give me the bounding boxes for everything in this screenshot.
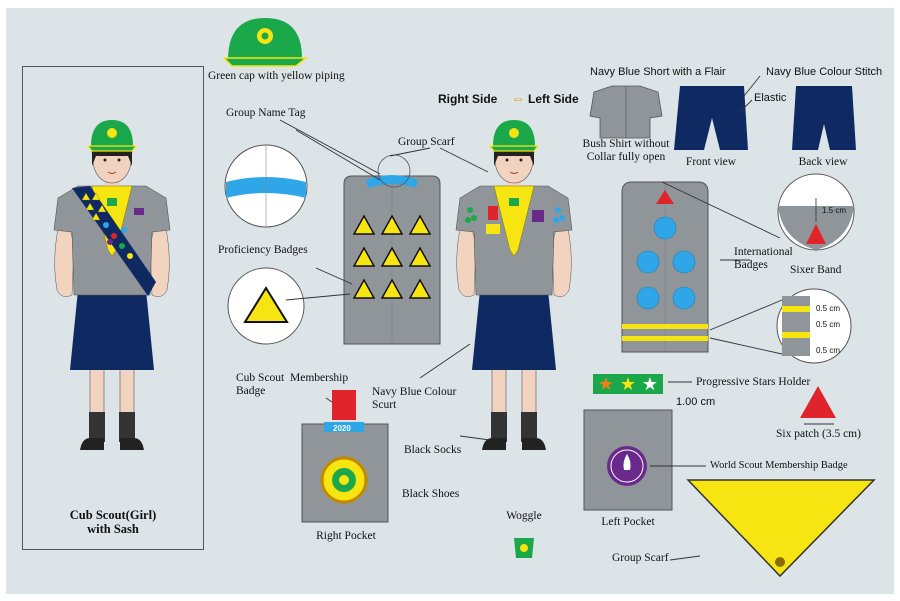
label-membership-badge: Cub Scout Membership Badge — [236, 372, 349, 398]
label-group-name-tag: Group Name Tag — [226, 107, 306, 119]
label-elastic: Elastic — [754, 92, 787, 104]
svg-text:★: ★ — [598, 374, 614, 394]
label-green-cap: Green cap with yellow piping — [208, 70, 345, 82]
group-scarf-triangle — [686, 479, 876, 578]
label-navy-scurt: Navy Blue Colour Scurt — [372, 386, 457, 412]
label-dim-0-5-c: 0.5 cm — [816, 346, 841, 355]
six-patch-triangle — [800, 386, 836, 418]
shirt-panel-international — [621, 181, 709, 353]
label-right-side: Right Side — [438, 92, 498, 106]
label-navy-short: Navy Blue Short with a Flair — [590, 66, 726, 78]
label-group-scarf-bottom: Group Scarf — [612, 552, 669, 564]
label-world-badge: World Scout Membership Badge — [710, 460, 848, 471]
woggle-icon — [514, 538, 534, 558]
label-six-patch: Six patch (3.5 cm) — [776, 428, 861, 440]
left-panel-frame — [22, 66, 204, 550]
label-front-view: Front view — [685, 156, 737, 168]
svg-text:★: ★ — [642, 374, 658, 394]
progressive-stars-holder: ★ ★ ★ — [593, 374, 663, 394]
shirt-panel-proficiency — [343, 175, 441, 345]
label-navy-stitch: Navy Blue Colour Stitch — [766, 66, 883, 78]
label-left-pocket: Left Pocket — [601, 516, 655, 528]
label-dim-1-5: 1.5 cm — [822, 206, 847, 215]
label-right-pocket: Right Pocket — [316, 530, 376, 542]
label-woggle: Woggle — [506, 510, 542, 522]
navy-short-back — [792, 86, 856, 150]
label-back-view: Back view — [798, 156, 848, 168]
cub-scout-with-sash-figure — [53, 119, 171, 451]
label-bush-shirt: Bush Shirt without Collar fully open — [582, 138, 670, 164]
navy-short-front — [674, 86, 748, 150]
cub-scout-center-figure — [455, 119, 573, 451]
label-year-tag: 2020 — [333, 424, 351, 433]
label-left-side: Left Side — [528, 92, 579, 106]
right-pocket-illustration — [301, 390, 389, 523]
label-international-badges: International Badges — [734, 246, 793, 272]
left-pocket-illustration — [583, 409, 673, 511]
svg-text:★: ★ — [620, 374, 636, 394]
label-proficiency-badges: Proficiency Badges — [218, 244, 308, 256]
double-arrow-icon: ⇔ — [511, 90, 525, 106]
pointer-lines — [279, 75, 834, 561]
label-progressive-stars: Progressive Stars Holder — [696, 376, 811, 388]
label-dim-0-5-b: 0.5 cm — [816, 320, 841, 329]
green-cap-illustration — [222, 18, 309, 67]
label-dim-0-5-a: 0.5 cm — [816, 304, 841, 313]
label-black-shoes: Black Shoes — [402, 488, 460, 500]
label-black-socks: Black Socks — [404, 444, 462, 456]
label-sixer-band: Sixer Band — [790, 264, 842, 276]
label-group-scarf-top: Group Scarf — [398, 136, 455, 148]
label-dim-1-00: 1.00 cm — [676, 396, 716, 408]
label-cub-scout-title: Cub Scout(Girl) with Sash — [69, 508, 157, 537]
